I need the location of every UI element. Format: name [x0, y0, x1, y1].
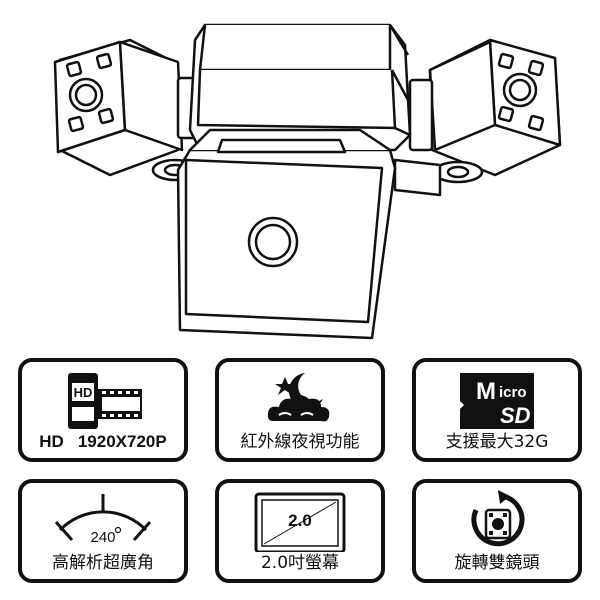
svg-text:icro: icro	[499, 384, 527, 401]
svg-text:240: 240	[90, 529, 115, 546]
feature-label-screen: 2.0吋螢幕	[260, 553, 340, 573]
feature-label-night-vision: 紅外線夜視功能	[240, 432, 360, 452]
night-vision-icon	[219, 368, 381, 432]
feature-card-wide-angle: 240 高解析超廣角	[18, 479, 188, 583]
svg-text:M: M	[476, 378, 496, 405]
dual-lens-camera-illustration	[53, 23, 562, 340]
hd-film-icon: HD	[22, 368, 184, 432]
feature-card-micro-sd: M icro SD 支援最大32G	[412, 358, 582, 462]
feature-label-micro-sd: 支援最大32G	[445, 432, 549, 452]
feature-card-screen: 2.0 2.0吋螢幕	[215, 479, 385, 583]
svg-text:2.0: 2.0	[288, 511, 312, 530]
feature-card-night-vision: 紅外線夜視功能	[215, 358, 385, 462]
rotate-lens-icon	[416, 489, 578, 553]
feature-label-wide-angle: 高解析超廣角	[52, 553, 154, 573]
wide-angle-icon: 240	[22, 489, 184, 553]
svg-text:SD: SD	[500, 403, 531, 428]
screen-icon: 2.0	[219, 489, 381, 553]
feature-label-rotate-lens: 旋轉雙鏡頭	[454, 553, 540, 573]
micro-sd-icon: M icro SD	[416, 368, 578, 432]
svg-text:HD: HD	[74, 385, 93, 400]
feature-card-rotate-lens: 旋轉雙鏡頭	[412, 479, 582, 583]
